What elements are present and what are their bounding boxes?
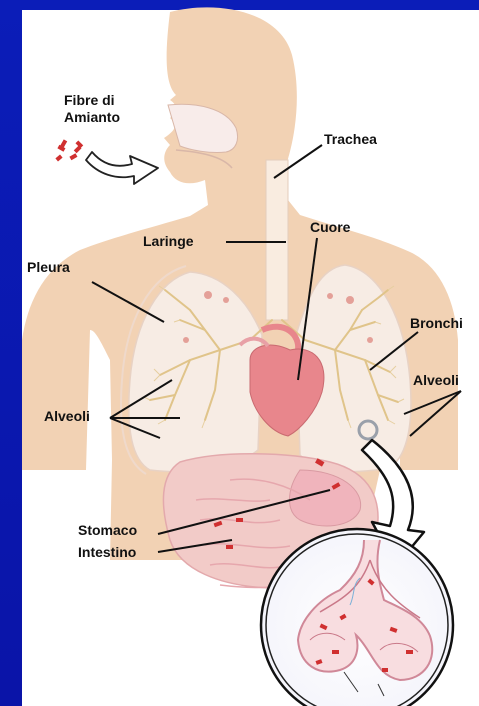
label-alveoli-right: Alveoli	[413, 372, 459, 388]
asbestos-fibers	[55, 139, 83, 161]
label-fibre: Fibre di	[64, 92, 115, 108]
label-laringe: Laringe	[143, 233, 194, 249]
label-trachea: Trachea	[324, 131, 377, 147]
label-cuore: Cuore	[310, 219, 351, 235]
label-stomaco: Stomaco	[78, 522, 137, 538]
label-bronchi: Bronchi	[410, 315, 463, 331]
label-pleura: Pleura	[27, 259, 70, 275]
label-amianto: Amianto	[64, 109, 120, 125]
inhale-arrow	[86, 152, 158, 184]
alveoli-zoom	[261, 529, 453, 706]
label-alveoli-left: Alveoli	[44, 408, 90, 424]
label-intestino: Intestino	[78, 544, 136, 560]
